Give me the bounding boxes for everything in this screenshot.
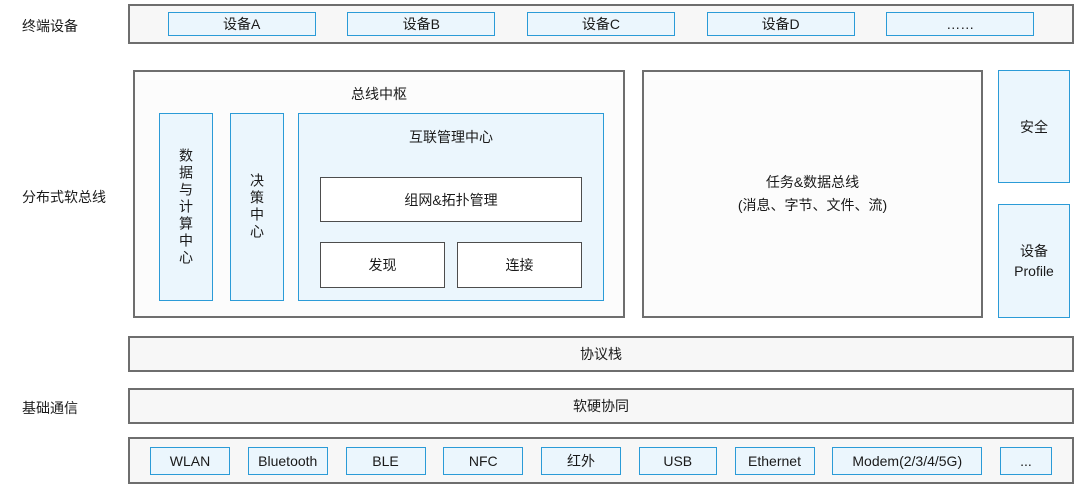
transport-ble: BLE	[345, 446, 426, 475]
transport-modem: Modem(2/3/4/5G)	[832, 446, 983, 475]
discovery-box: 发现	[320, 242, 445, 288]
device-profile-line2: Profile	[1014, 263, 1054, 279]
data-compute-center-box: 数据与计算中心	[159, 113, 213, 301]
transport-usb: USB	[638, 446, 717, 475]
transport-wlan: WLAN	[150, 446, 230, 475]
task-data-bus-title: 任务&数据总线	[765, 174, 860, 190]
terminal-devices-container: 设备A 设备B 设备C 设备D ……	[128, 4, 1074, 44]
bus-hub-title: 总线中枢	[351, 86, 407, 102]
transport-infrared: 红外	[541, 446, 621, 475]
transport-more: ...	[1000, 446, 1052, 475]
task-data-bus-container: 任务&数据总线 (消息、字节、文件、流)	[642, 70, 983, 318]
transport-ethernet: Ethernet	[734, 446, 815, 475]
device-profile-line1: 设备	[1020, 243, 1048, 259]
hw-sw-synergy-bar: 软硬协同	[128, 388, 1074, 424]
device-box-c: 设备C	[526, 12, 675, 36]
device-box-more: ……	[886, 12, 1035, 36]
basic-communication-label: 基础通信	[22, 400, 78, 416]
transport-nfc: NFC	[443, 446, 524, 475]
distributed-softbus-label: 分布式软总线	[22, 189, 106, 205]
terminal-devices-label: 终端设备	[22, 18, 78, 34]
protocol-stack-bar: 协议栈	[128, 336, 1074, 372]
task-data-bus-subtitle: (消息、字节、文件、流)	[737, 197, 888, 213]
device-profile-box: 设备 Profile	[998, 204, 1070, 318]
security-box: 安全	[998, 70, 1070, 183]
transports-container: WLAN Bluetooth BLE NFC 红外 USB Ethernet M…	[128, 437, 1074, 484]
networking-topology-box: 组网&拓扑管理	[320, 177, 582, 222]
discovery-connection-row: 发现 连接	[320, 242, 582, 288]
bus-hub-container: 总线中枢 数据与计算中心 决策中心 互联管理中心 组网&拓扑管理 发现 连接	[133, 70, 625, 318]
decision-center-box: 决策中心	[230, 113, 284, 301]
interconnect-mgmt-center-box: 互联管理中心 组网&拓扑管理 发现 连接	[298, 113, 604, 301]
transport-bluetooth: Bluetooth	[247, 446, 328, 475]
device-box-d: 设备D	[706, 12, 855, 36]
connection-box: 连接	[457, 242, 582, 288]
device-box-a: 设备A	[167, 12, 316, 36]
device-box-b: 设备B	[347, 12, 496, 36]
interconnect-mgmt-center-title: 互联管理中心	[409, 129, 493, 145]
